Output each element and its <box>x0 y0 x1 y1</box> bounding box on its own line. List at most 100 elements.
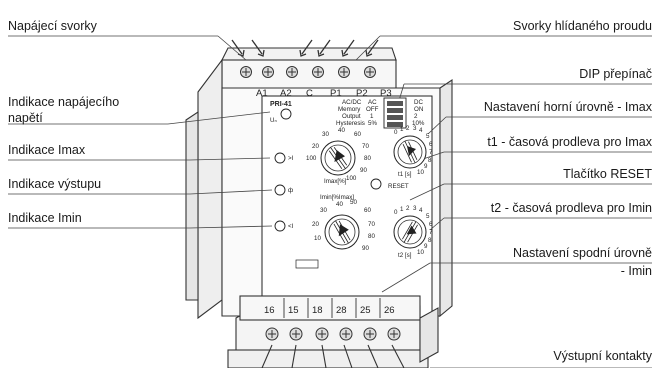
dip-row2-name: Memory <box>338 106 361 113</box>
callout-vystupni-kontakty: Výstupní kontakty <box>553 349 652 363</box>
top-terminal-arrows <box>231 39 379 57</box>
bottom-terminal-28: 28 <box>336 305 347 316</box>
dip-row2-left: OFF <box>366 106 379 113</box>
imin-knob <box>324 214 360 250</box>
bottom-terminal-16: 16 <box>264 305 275 316</box>
leader-lines <box>8 35 652 368</box>
svg-text:4: 4 <box>419 127 423 134</box>
dip-row3-name: Output <box>342 113 361 120</box>
callout-indikace-imax: Indikace Imax <box>8 143 86 157</box>
dip-switch-2 <box>387 108 403 113</box>
svg-text:80: 80 <box>364 155 371 162</box>
svg-text:30: 30 <box>322 131 329 138</box>
callout-indikace-napajeciho-line2: napětí <box>8 111 43 125</box>
svg-text:1: 1 <box>400 206 404 213</box>
svg-text:7: 7 <box>429 229 433 236</box>
svg-text:80: 80 <box>368 233 375 240</box>
svg-text:40: 40 <box>336 201 343 208</box>
svg-text:10: 10 <box>314 235 321 242</box>
svg-text:0: 0 <box>394 209 398 216</box>
svg-text:8: 8 <box>428 157 432 164</box>
dip-row3-right: 2 <box>414 113 418 120</box>
terminal-label-a2: A2 <box>280 88 292 99</box>
callout-nastaveni-horni: Nastavení horní úrovně - Imax <box>483 100 652 114</box>
top-terminal-screws <box>240 66 376 78</box>
terminal-label-p3: P3 <box>380 88 392 99</box>
dip-row2-right: ON <box>414 106 423 113</box>
svg-text:5: 5 <box>426 213 430 220</box>
svg-text:90: 90 <box>362 245 369 252</box>
svg-text:10: 10 <box>417 169 424 176</box>
bottom-terminal-labels <box>283 298 381 318</box>
imax-knob-label: Imax[%] <box>324 178 347 185</box>
t1-knob <box>393 135 427 169</box>
svg-text:3: 3 <box>413 125 417 132</box>
callout-indikace-vystupu: Indikace výstupu <box>8 177 102 191</box>
svg-text:50: 50 <box>350 199 357 206</box>
terminal-label-a1: A1 <box>256 88 268 99</box>
svg-text:7: 7 <box>429 149 433 156</box>
dip-row4-left: 5% <box>368 120 377 127</box>
bottom-terminal-screws <box>265 327 401 341</box>
callout-napajeci-svorky: Napájecí svorky <box>8 19 97 33</box>
logo-plate <box>295 259 319 269</box>
svg-text:100: 100 <box>306 155 317 162</box>
callout-indikace-napajeciho-line1: Indikace napájecího <box>8 95 120 109</box>
reset-label: RESET <box>388 183 409 190</box>
svg-text:4: 4 <box>419 207 423 214</box>
callout-nastaveni-spodni-line1: Nastavení spodní úrovně <box>513 246 652 260</box>
power-led <box>280 108 292 120</box>
callout-svorky-hlidaneho-proudu: Svorky hlídaného proudu <box>513 19 652 33</box>
top-terminal-labels: A1 A2 C P1 P2 P3 <box>256 88 392 99</box>
callout-t1: t1 - časová prodleva pro Imax <box>487 135 652 149</box>
svg-text:6: 6 <box>429 221 433 228</box>
imax-led <box>274 152 286 164</box>
svg-text:30: 30 <box>320 207 327 214</box>
svg-text:2: 2 <box>406 125 410 132</box>
callout-dip-prepinac: DIP přepínač <box>579 67 652 81</box>
t1-knob-label: t1 [s] <box>398 171 412 178</box>
svg-text:20: 20 <box>312 143 319 150</box>
svg-text:9: 9 <box>424 163 428 170</box>
svg-text:1: 1 <box>400 126 404 133</box>
callout-indikace-imin: Indikace Imin <box>8 211 82 225</box>
svg-text:60: 60 <box>354 131 361 138</box>
svg-text:100: 100 <box>346 175 357 182</box>
dip-row4-right: 10% <box>412 120 425 127</box>
callout-t2: t2 - časová prodleva pro Imin <box>490 201 652 215</box>
bottom-terminal-18: 18 <box>312 305 323 316</box>
svg-text:2: 2 <box>406 205 410 212</box>
bottom-terminal-15: 15 <box>288 305 299 316</box>
t2-knob <box>393 215 427 249</box>
output-led-label: ф <box>288 187 293 194</box>
bottom-wires <box>261 344 405 368</box>
imax-knob <box>320 140 356 176</box>
callout-tlacitko-reset: Tlačítko RESET <box>563 167 652 181</box>
dip-switch-4 <box>387 122 403 127</box>
svg-text:9: 9 <box>424 243 428 250</box>
svg-text:70: 70 <box>368 221 375 228</box>
svg-text:5: 5 <box>426 133 430 140</box>
terminal-label-p1: P1 <box>330 88 342 99</box>
dip-row1-left: AC <box>368 99 377 106</box>
imin-knob-label: Imin[%Imax] <box>320 194 354 201</box>
un-label: Uₙ <box>270 117 277 124</box>
terminal-label-c: C <box>306 88 313 99</box>
svg-text:10: 10 <box>417 249 424 256</box>
t2-knob-label: t2 [s] <box>398 252 412 259</box>
bottom-terminal-25: 25 <box>360 305 371 316</box>
svg-text:70: 70 <box>362 143 369 150</box>
front-panel: PRI-41 Uₙ AC/DC AC DC Memory OFF ON Outp… <box>270 97 433 269</box>
dip-row1-right: DC <box>414 99 423 106</box>
dip-switch-1 <box>387 101 403 106</box>
dip-row3-left: 1 <box>370 113 374 120</box>
reset-button-knob <box>370 178 382 190</box>
dip-row4-name: Hysteresis <box>336 120 365 127</box>
model-label: PRI-41 <box>270 101 292 108</box>
bottom-terminal-26: 26 <box>384 305 395 316</box>
terminal-label-p2: P2 <box>356 88 368 99</box>
svg-text:90: 90 <box>360 167 367 174</box>
dip-row1-name: AC/DC <box>342 99 362 106</box>
svg-text:60: 60 <box>364 207 371 214</box>
